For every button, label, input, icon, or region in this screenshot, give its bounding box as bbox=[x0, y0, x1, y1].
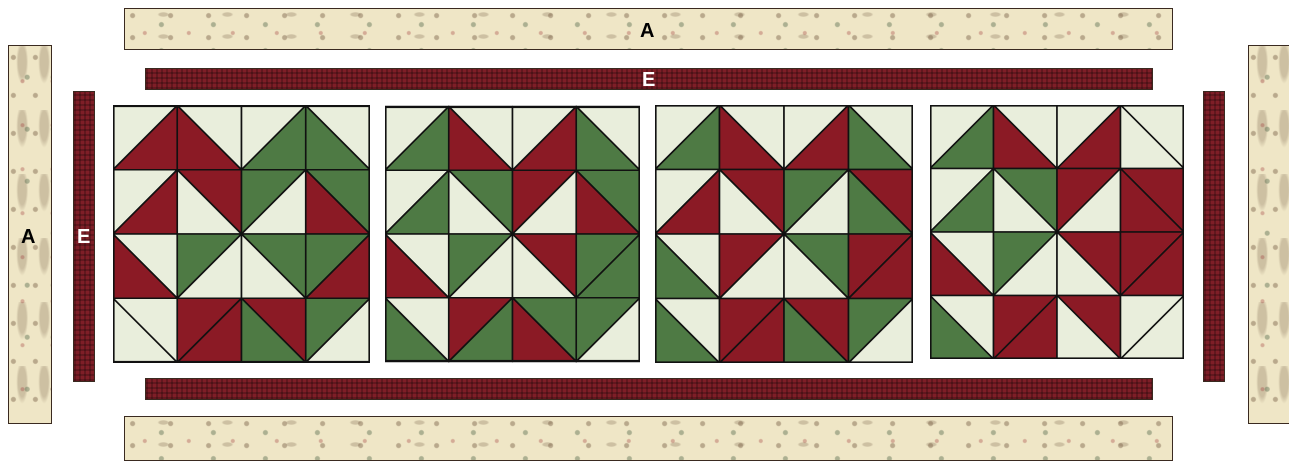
quilt-block-1 bbox=[113, 105, 370, 363]
left-border-label: A bbox=[21, 227, 35, 247]
quilt-block-4 bbox=[930, 105, 1184, 359]
left-sashing-label: E bbox=[77, 227, 90, 247]
right-sashing-strip bbox=[1203, 91, 1225, 382]
quilt-block-2 bbox=[385, 105, 640, 363]
quilt-block-3 bbox=[655, 105, 913, 363]
bottom-sashing-strip bbox=[145, 378, 1153, 400]
top-border-label: A bbox=[640, 21, 654, 41]
bottom-border-strip bbox=[124, 416, 1173, 461]
top-sashing-label: E bbox=[642, 70, 655, 90]
right-border-strip bbox=[1248, 45, 1289, 424]
